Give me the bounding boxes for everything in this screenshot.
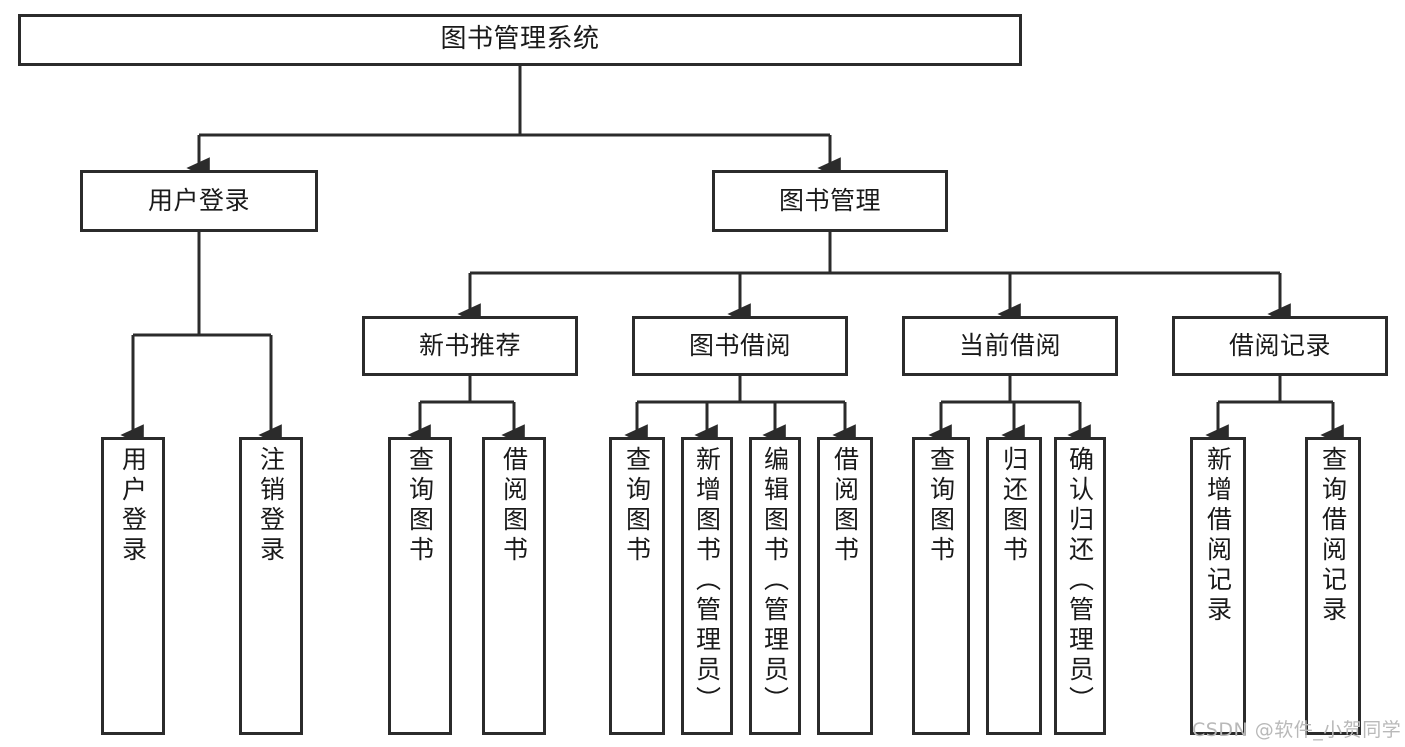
node-leaf-7[interactable]: 编辑图书（管理员）	[749, 437, 801, 735]
node-label: 用户登录	[147, 186, 250, 215]
node-label: 借阅图书	[499, 446, 529, 566]
node-label: 归还图书	[999, 446, 1029, 566]
node-records[interactable]: 借阅记录	[1172, 316, 1388, 376]
node-bookmgmt[interactable]: 图书管理	[712, 170, 948, 232]
node-leaf-8[interactable]: 借阅图书	[817, 437, 873, 735]
node-login[interactable]: 用户登录	[80, 170, 318, 232]
node-label: 新书推荐	[418, 331, 521, 360]
node-leaf-6[interactable]: 新增图书（管理员）	[681, 437, 733, 735]
node-leaf-1[interactable]: 用户登录	[101, 437, 165, 735]
node-leaf-4[interactable]: 借阅图书	[482, 437, 546, 735]
node-label: 图书管理系统	[440, 24, 600, 55]
node-label: 图书管理	[778, 186, 881, 215]
node-label: 用户登录	[118, 446, 148, 566]
node-label: 查询图书	[926, 446, 956, 566]
node-label: 查询图书	[622, 446, 652, 566]
node-leaf-3[interactable]: 查询图书	[388, 437, 452, 735]
node-leaf-10[interactable]: 归还图书	[986, 437, 1042, 735]
node-label: 借阅图书	[830, 446, 860, 566]
node-label: 编辑图书（管理员）	[760, 446, 790, 716]
node-label: 查询图书	[405, 446, 435, 566]
csdn-watermark: CSDN @软件_小贺同学	[1192, 719, 1402, 741]
node-current[interactable]: 当前借阅	[902, 316, 1118, 376]
node-label: 当前借阅	[958, 331, 1061, 360]
node-label: 图书借阅	[688, 331, 791, 360]
node-newbook[interactable]: 新书推荐	[362, 316, 578, 376]
node-leaf-12[interactable]: 新增借阅记录	[1190, 437, 1246, 735]
node-label: 确认归还（管理员）	[1065, 446, 1095, 716]
node-label: 新增借阅记录	[1203, 446, 1233, 626]
node-leaf-2[interactable]: 注销登录	[239, 437, 303, 735]
node-leaf-9[interactable]: 查询图书	[912, 437, 970, 735]
node-label: 借阅记录	[1228, 331, 1331, 360]
node-root[interactable]: 图书管理系统	[18, 14, 1022, 66]
node-leaf-11[interactable]: 确认归还（管理员）	[1054, 437, 1106, 735]
edge-group	[120, 66, 1344, 446]
node-label: 注销登录	[256, 446, 286, 566]
node-leaf-13[interactable]: 查询借阅记录	[1305, 437, 1361, 735]
node-leaf-5[interactable]: 查询图书	[609, 437, 665, 735]
node-label: 查询借阅记录	[1318, 446, 1348, 626]
node-borrow[interactable]: 图书借阅	[632, 316, 848, 376]
node-label: 新增图书（管理员）	[692, 446, 722, 716]
